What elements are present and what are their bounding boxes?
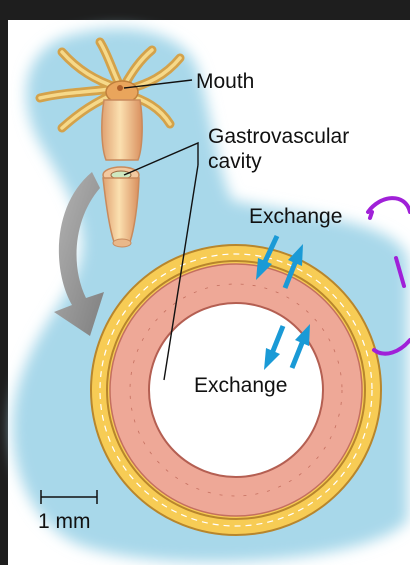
label-gastrovascular: Gastrovascular	[208, 125, 349, 148]
label-exchange-inner: Exchange	[194, 374, 287, 397]
label-scale: 1 mm	[38, 510, 91, 533]
label-cavity: cavity	[208, 150, 262, 173]
label-exchange-top: Exchange	[249, 205, 342, 228]
label-mouth: Mouth	[196, 70, 254, 93]
